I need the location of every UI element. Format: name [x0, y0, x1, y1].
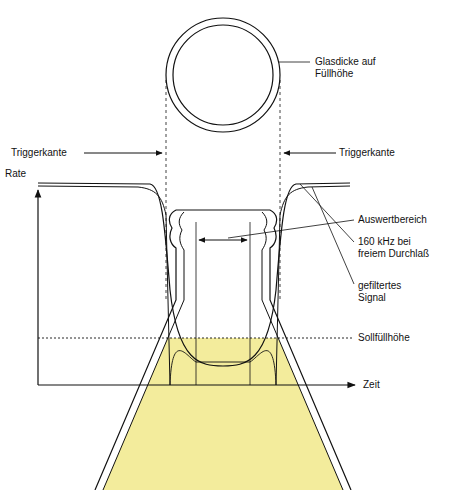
trigger-label: Triggerkante [10, 147, 68, 159]
bottle-wall [95, 210, 176, 490]
axis-label: Zeit [362, 379, 381, 391]
glass-outer [166, 18, 280, 132]
y-axis [37, 190, 38, 385]
trigger-arrow [284, 153, 336, 154]
liquid-fill [103, 338, 343, 490]
projection-line [280, 80, 281, 300]
leader-line [300, 184, 354, 242]
window-line [250, 222, 251, 385]
leader-line [279, 62, 310, 63]
level-label: Sollfüllhöhe [357, 332, 411, 344]
window-line [196, 222, 197, 385]
raw-signal-curve [38, 183, 350, 366]
signal-dip [170, 351, 276, 385]
leader-line [312, 187, 354, 284]
projection-line [166, 80, 167, 300]
trigger-arrow [84, 153, 162, 154]
part-label: Auswertbereich [357, 214, 428, 226]
bottle-wall [270, 210, 351, 490]
bottle-mouth [176, 210, 270, 211]
trigger-label: Triggerkante [338, 147, 396, 159]
target-level-line [38, 338, 352, 339]
glass-inner [173, 25, 273, 125]
range-arrow [199, 240, 247, 241]
signal-label: gefiltertes Signal [357, 280, 429, 304]
x-axis [38, 384, 355, 385]
bottle-wall [103, 212, 184, 490]
axis-label: Rate [4, 168, 27, 180]
leader-line [228, 220, 354, 238]
filtered-signal-curve [38, 186, 350, 385]
bottle-wall [262, 212, 343, 490]
signal-label: 160 kHz bei freiem Durchlaß [357, 236, 431, 260]
part-label: Glasdicke auf Füllhöhe [314, 56, 396, 80]
